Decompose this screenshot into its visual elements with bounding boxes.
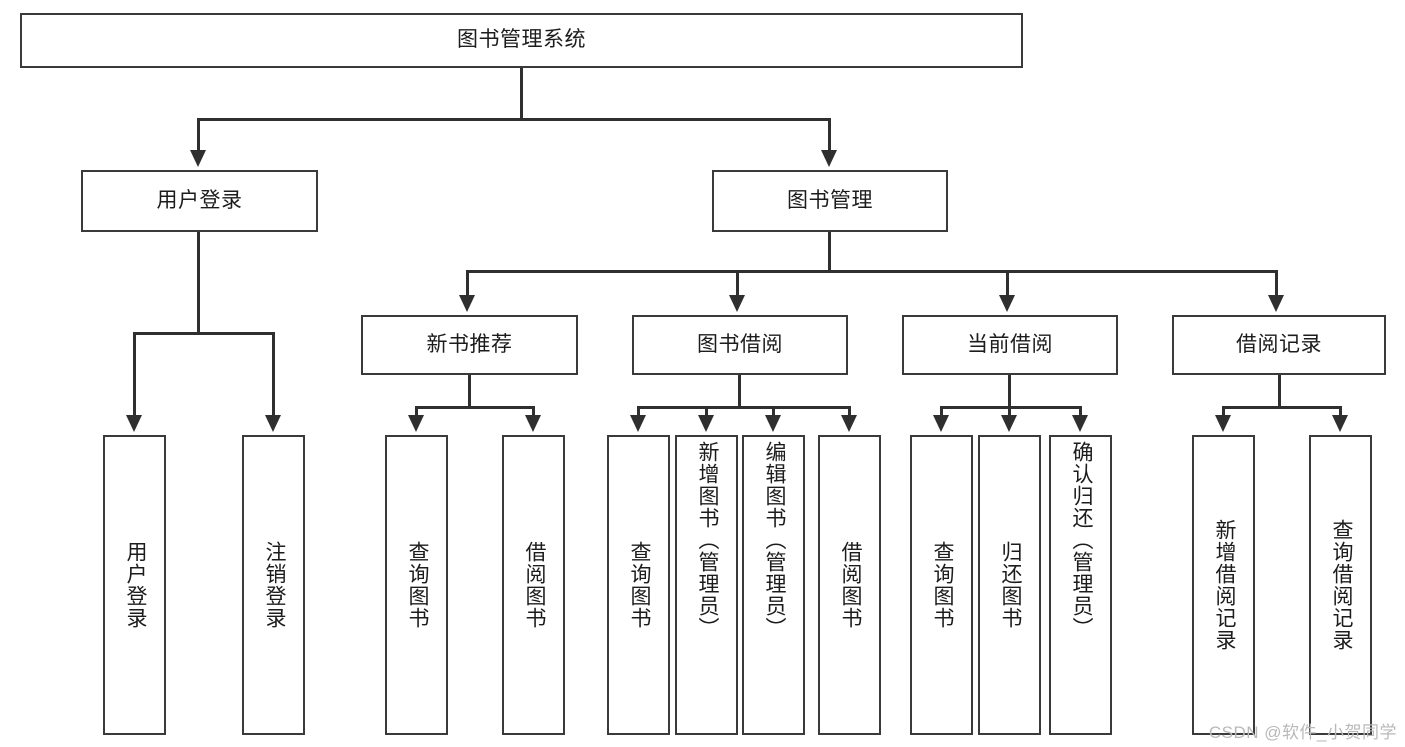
arrow-to-leaf-bb-borrow [841,415,857,432]
leaf-logout[interactable]: 注销登录 [242,435,305,735]
arrow-to-leaf-bb-add [698,415,714,432]
edge-cb-bus [940,406,1082,409]
arrow-to-current-borrow [999,295,1015,312]
edge-book-manage-bus [466,270,1278,273]
node-label: 图书管理系统 [457,28,586,52]
arrow-to-new-book-recommend [459,295,475,312]
edge-nbr-drop-2 [532,406,535,418]
edge-root-to-user-login [197,118,200,153]
node-label: 图书管理 [787,188,873,212]
leaf-user-login[interactable]: 用户登录 [103,435,166,735]
edge-user-login-drop-1 [133,332,136,418]
leaf-label: 借阅图书 [838,541,862,629]
edge-bb-drop-3 [772,406,775,418]
node-label: 用户登录 [156,188,243,212]
node-label: 借阅记录 [1236,332,1322,356]
leaf-cb-return-book[interactable]: 归还图书 [978,435,1041,735]
watermark: CSDN @软件_小贺同学 [1208,723,1397,742]
edge-nbr-stem [468,375,471,408]
node-book-manage[interactable]: 图书管理 [712,170,948,232]
leaf-label: 查询借阅记录 [1329,519,1353,651]
arrow-to-borrow-record [1268,295,1284,312]
edge-book-manage-stem [828,232,831,272]
arrow-to-leaf-br-query [1332,415,1348,432]
leaf-nbr-borrow-book[interactable]: 借阅图书 [502,435,565,735]
arrow-to-leaf-bb-edit [765,415,781,432]
edge-bm-drop-2 [736,270,739,298]
arrow-to-leaf-logout [265,415,281,432]
edge-nbr-drop-1 [415,406,418,418]
leaf-bb-borrow-book[interactable]: 借阅图书 [818,435,881,735]
edge-cb-stem [1008,375,1011,408]
arrow-to-book-borrow [729,295,745,312]
edge-bb-drop-1 [637,406,640,418]
edge-cb-drop-1 [940,406,943,418]
edge-bb-drop-4 [848,406,851,418]
node-book-borrow[interactable]: 图书借阅 [632,315,848,375]
leaf-nbr-query-book[interactable]: 查询图书 [385,435,448,735]
edge-bm-drop-3 [1006,270,1009,298]
edge-root-bus [197,118,831,121]
edge-root-to-book-manage [828,118,831,153]
arrow-to-leaf-cb-confirm [1072,415,1088,432]
node-label: 新书推荐 [426,332,513,356]
edge-bb-drop-2 [705,406,708,418]
arrow-to-user-login [190,150,206,167]
edge-cb-drop-3 [1079,406,1082,418]
edge-br-drop-1 [1222,406,1225,418]
edge-br-stem [1278,375,1281,408]
edge-br-bus [1222,406,1342,409]
node-current-borrow[interactable]: 当前借阅 [902,315,1118,375]
leaf-label: 借阅图书 [522,541,546,629]
leaf-br-add-record[interactable]: 新增借阅记录 [1192,435,1255,735]
edge-user-login-bus [133,332,275,335]
leaf-label: 编辑图书（管理员） [762,441,786,639]
node-label: 图书借阅 [697,332,783,356]
leaf-br-query-record[interactable]: 查询借阅记录 [1309,435,1372,735]
leaf-label: 确认归还（管理员） [1069,441,1093,639]
node-new-book-recommend[interactable]: 新书推荐 [361,315,578,375]
leaf-label: 用户登录 [123,541,147,629]
arrow-to-leaf-nbr-query [408,415,424,432]
arrow-to-leaf-cb-return [1001,415,1017,432]
arrow-to-leaf-bb-query [630,415,646,432]
leaf-cb-confirm-return[interactable]: 确认归还（管理员） [1049,435,1112,735]
leaf-bb-add-book[interactable]: 新增图书（管理员） [675,435,738,735]
leaf-label: 归还图书 [998,541,1022,629]
node-borrow-record[interactable]: 借阅记录 [1172,315,1386,375]
node-label: 当前借阅 [967,332,1053,356]
leaf-label: 查询图书 [627,541,651,629]
edge-bb-stem [738,375,741,408]
arrow-to-leaf-br-add [1215,415,1231,432]
node-user-login[interactable]: 用户登录 [81,170,318,232]
edge-cb-drop-2 [1008,406,1011,418]
edge-br-drop-2 [1339,406,1342,418]
leaf-label: 查询图书 [930,541,954,629]
arrow-to-leaf-nbr-borrow [525,415,541,432]
leaf-cb-query-book[interactable]: 查询图书 [910,435,973,735]
edge-bm-drop-4 [1275,270,1278,298]
edge-nbr-bus [415,406,535,409]
leaf-bb-query-book[interactable]: 查询图书 [607,435,670,735]
arrow-to-book-manage [821,150,837,167]
edge-bm-drop-1 [466,270,469,298]
leaf-label: 查询图书 [405,541,429,629]
arrow-to-leaf-user-login [126,415,142,432]
arrow-to-leaf-cb-query [933,415,949,432]
edge-user-login-drop-2 [272,332,275,418]
leaf-label: 新增借阅记录 [1212,519,1236,651]
edge-root-stem [520,68,523,120]
edge-bb-bus [637,406,851,409]
node-root-system[interactable]: 图书管理系统 [20,13,1023,68]
leaf-bb-edit-book[interactable]: 编辑图书（管理员） [742,435,805,735]
leaf-label: 新增图书（管理员） [695,441,719,639]
edge-user-login-stem [197,232,200,334]
leaf-label: 注销登录 [262,541,286,629]
